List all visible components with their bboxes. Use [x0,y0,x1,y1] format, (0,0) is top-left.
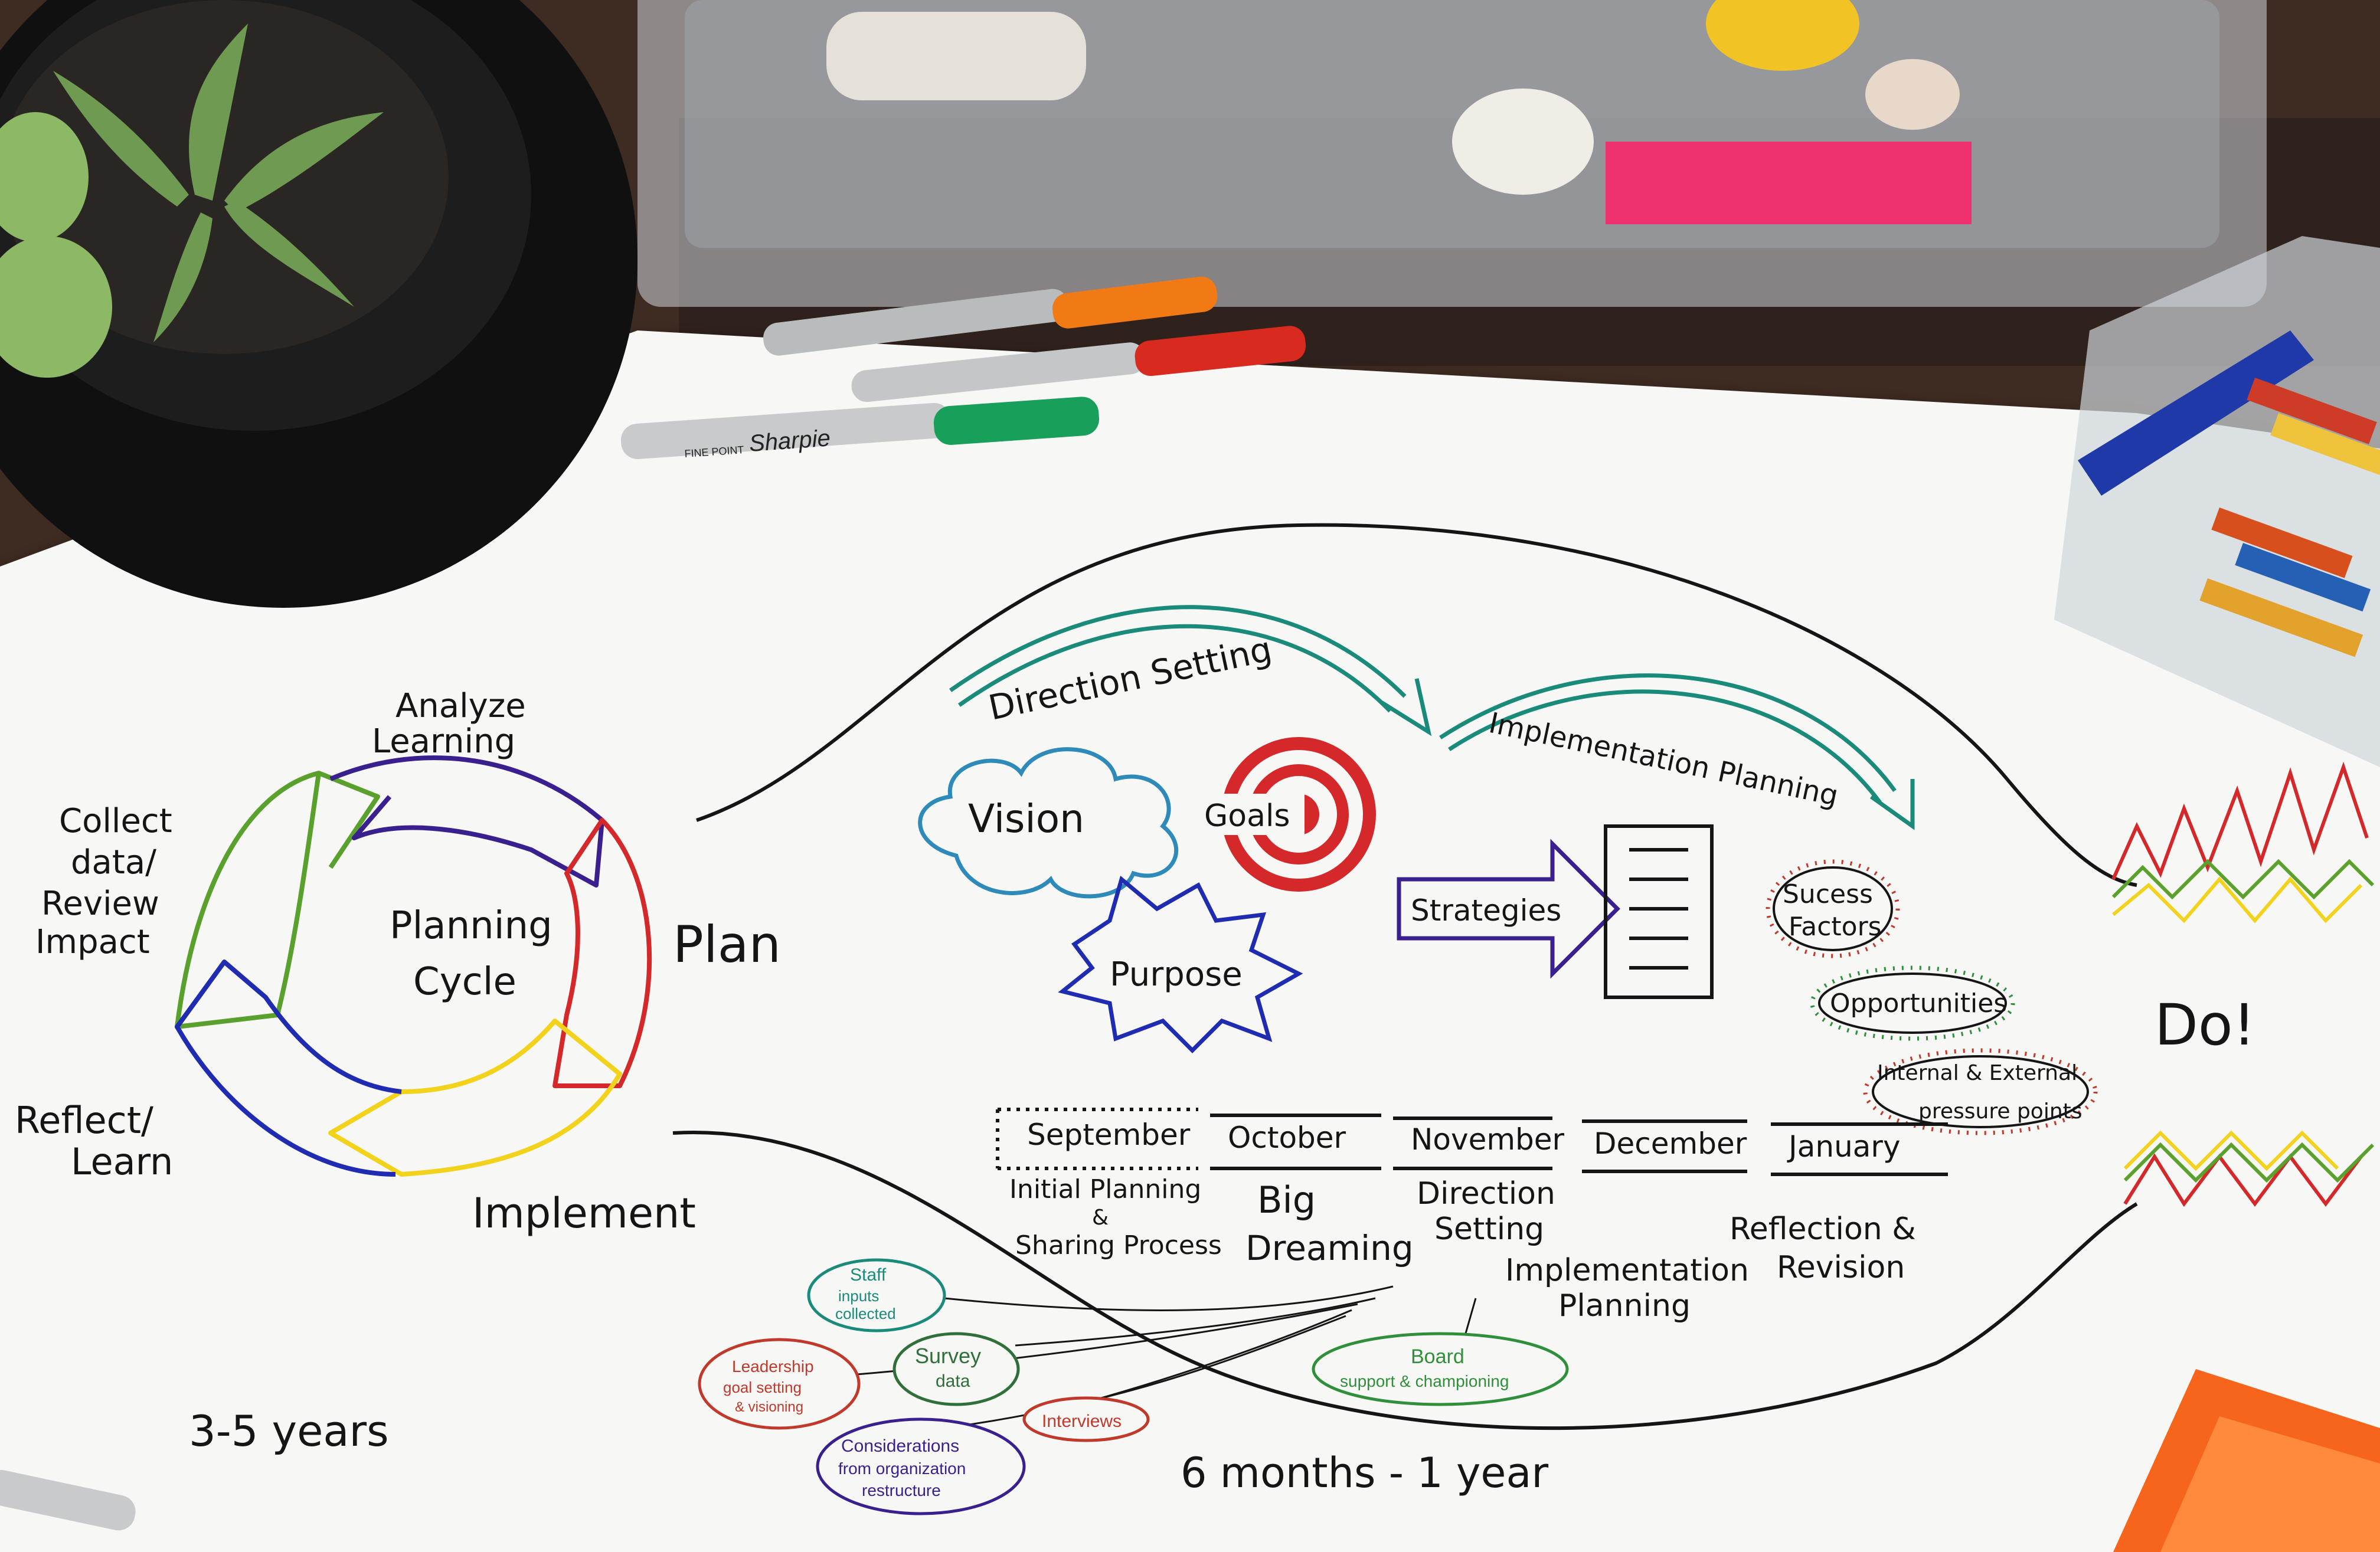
staff-2: inputs [838,1287,879,1305]
jan-note-1: Reflection & [1730,1212,1916,1247]
opportunities-inner [1818,973,2007,1034]
sticky-notes [2113,1369,2380,1552]
purpose-label: Purpose [1110,955,1243,994]
red-marker [851,326,1306,402]
stage-analyze-1: Analyze [395,687,526,725]
month-3: December [1594,1127,1747,1161]
consid-2: from organization [838,1459,966,1478]
staff-inputs-bubble [807,1258,946,1332]
planning-cycle-diagram [175,755,652,1177]
month-1: October [1228,1121,1346,1155]
cycle-center-line1: Planning [390,904,552,948]
bottom-marker [0,1470,136,1531]
success-factors-1: Sucess [1783,879,1873,909]
zoom-line-top [696,523,2137,887]
success-factors-2: Factors [1789,912,1882,942]
impl-note-2: Planning [1558,1288,1691,1324]
sep-note-1: Initial Planning [1009,1174,1201,1204]
consid-1: Considerations [841,1436,959,1456]
fireworks-doodle [2111,761,2375,1207]
marker-brand: Sharpie [748,425,832,457]
staff-3: collected [835,1305,896,1322]
cycle-arrow-green [175,771,380,1029]
month-0: September [1027,1118,1191,1152]
vision-label: Vision [968,796,1084,842]
sharpie-markers: Sharpie FINE POINT [0,276,1306,1531]
stage-reflect-1: Reflect/ [15,1099,153,1142]
nov-note-1: Direction [1417,1176,1555,1212]
goals-target-icon [1204,737,1376,892]
purpose-burst [1058,875,1303,1053]
considerations-bubble [816,1417,1026,1515]
pressure-points-oval [1863,1048,2098,1135]
stage-analyze-2: Learning [372,722,515,761]
pressure-points-2: pressure points [1918,1099,2082,1124]
jan-note-2: Revision [1777,1250,1905,1285]
paper-sheet [0,330,2380,1552]
success-factors-inner [1773,866,1893,951]
opportunities-label: Opportunities [1830,988,2007,1019]
direction-setting-arrow [949,605,1432,736]
cycle-arrow-yellow [328,1019,622,1177]
sep-note-3: Sharing Process [1015,1230,1222,1260]
survey-data-bubble [892,1332,1020,1406]
leadership-bubble [698,1338,861,1430]
detail-duration: 6 months - 1 year [1181,1449,1548,1497]
stage-collect-3: Review [41,885,159,923]
stage-collect-1: Collect [59,802,172,840]
success-factors-oval [1766,859,1900,958]
strategies-label: Strategies [1411,893,1561,928]
board-bubble [1312,1332,1569,1406]
implementation-planning-arrow [1439,673,1915,830]
stage-reflect-2: Learn [71,1140,173,1183]
survey-1: Survey [915,1344,981,1368]
stage-collect-4: Impact [35,923,150,961]
staff-1: Staff [850,1265,887,1285]
interviews-bubble [1022,1396,1150,1442]
vision-cloud [918,747,1179,899]
month-4: January [1787,1129,1901,1164]
cycle-arrow-red [552,818,652,1088]
stage-collect-2: data/ [71,843,156,882]
succulent-plant-pot [0,0,638,608]
sep-note-2: & [1092,1206,1109,1230]
consid-3: restructure [862,1481,941,1499]
cycle-arrow-blue [175,960,402,1177]
timeline: September October November December Janu… [996,1108,1948,1324]
stage-implement: Implement [472,1189,696,1237]
marker-storage-bin [638,0,2267,307]
stage-plan: Plan [673,915,781,974]
zoom-line-bottom [672,1131,2138,1430]
do-label: Do! [2155,992,2255,1058]
survey-2: data [936,1371,970,1391]
orange-marker [763,276,1218,356]
zoom-lines [672,523,2138,1430]
oct-note-1: Big [1257,1178,1316,1222]
crayon-box [2054,236,2380,767]
month-2: November [1411,1122,1565,1157]
pressure-points-inner [1872,1055,2089,1128]
interviews-label: Interviews [1042,1412,1122,1431]
green-marker: Sharpie FINE POINT [620,397,1100,460]
impl-note-1: Implementation [1505,1253,1749,1288]
document-list-icon [1604,824,1714,999]
strategies-arrow [1397,839,1620,979]
leadership-3: & visioning [735,1399,803,1415]
opportunities-oval [1810,965,2015,1041]
leadership-1: Leadership [732,1357,814,1376]
cycle-duration: 3-5 years [189,1406,389,1456]
board-1: Board [1411,1345,1464,1368]
cycle-center-line2: Cycle [413,960,516,1004]
leadership-2: goal setting [723,1379,802,1396]
goals-label: Goals [1204,798,1290,834]
board-2: support & championing [1340,1372,1509,1390]
oct-note-2: Dreaming [1245,1228,1414,1268]
nov-note-2: Setting [1434,1212,1544,1247]
pressure-points-1: Internal & External [1877,1061,2077,1085]
